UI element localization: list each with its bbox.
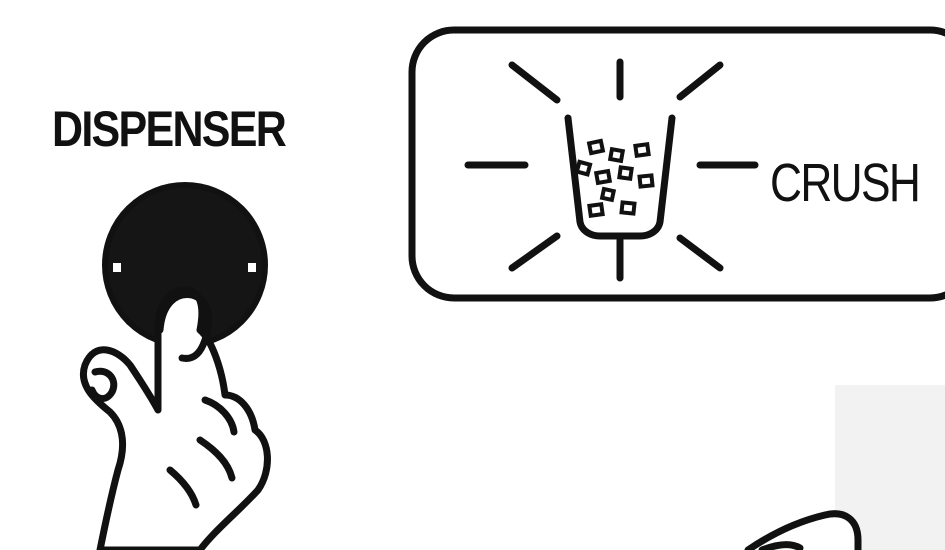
crush-label: CRUSH — [770, 153, 921, 213]
pointing-hand-icon — [79, 286, 271, 550]
partial-hand-icon — [744, 510, 862, 550]
glow-rays-icon — [464, 58, 759, 282]
glass-with-crushed-ice-icon — [564, 114, 676, 240]
dispenser-label: DISPENSER — [52, 101, 287, 157]
indicator-panel — [408, 26, 945, 302]
